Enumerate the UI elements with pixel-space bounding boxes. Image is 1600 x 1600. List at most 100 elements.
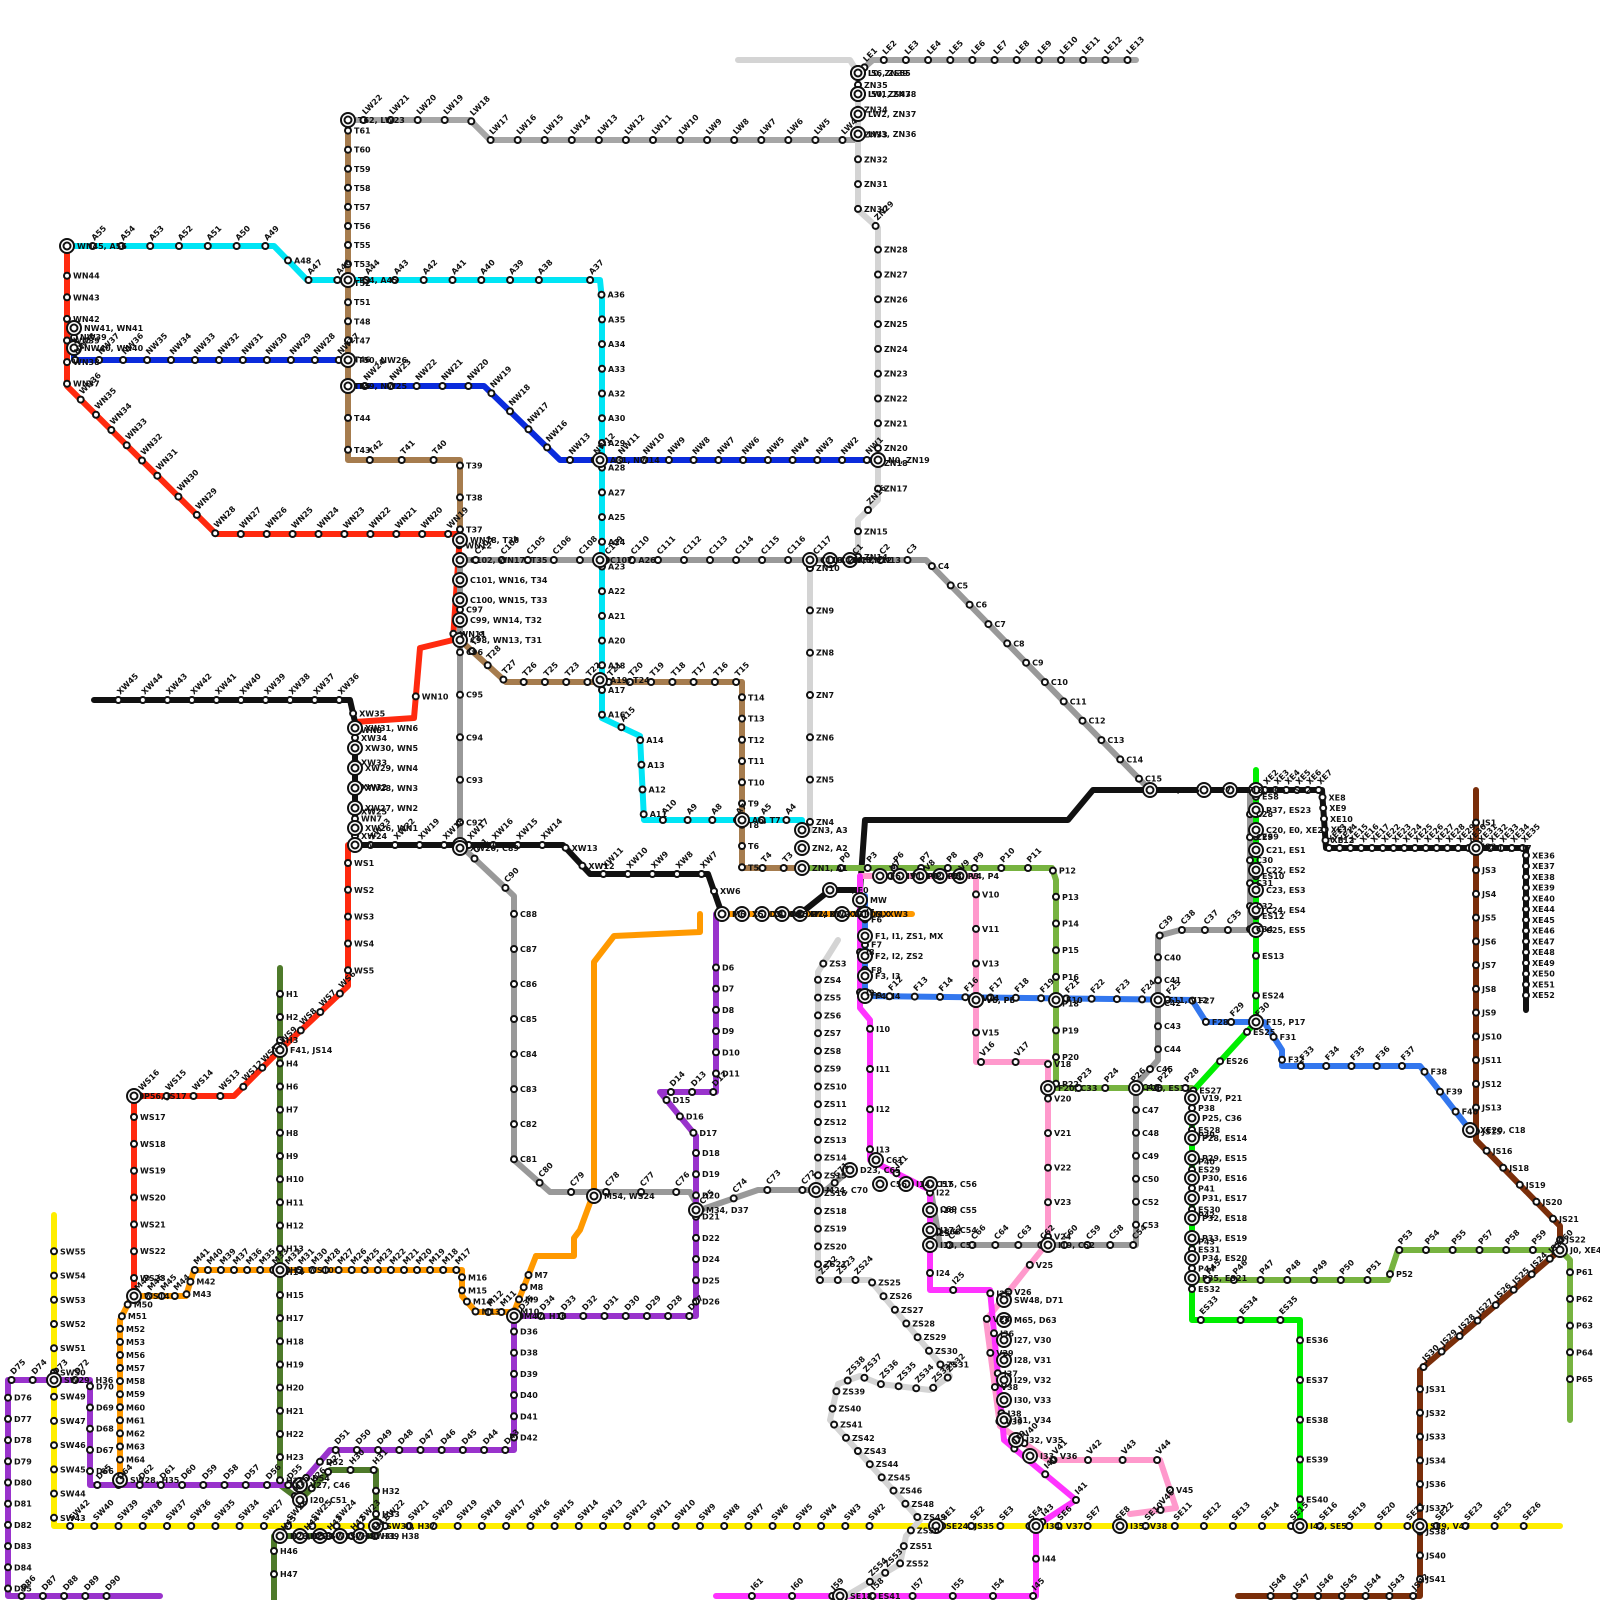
station-label: XE50 — [1532, 970, 1555, 979]
station-label: C7 — [994, 620, 1005, 629]
station-nw7 — [715, 457, 721, 463]
interchange-label: P56, JS17 — [144, 1092, 187, 1101]
station-d80 — [5, 1480, 11, 1486]
station-label: P10 — [998, 846, 1017, 865]
station-label: H19 — [286, 1361, 304, 1370]
station-es33 — [1198, 1317, 1204, 1323]
station-js45 — [1339, 1593, 1345, 1599]
station-c64 — [992, 1242, 998, 1248]
interchange-label: C61 — [886, 1156, 903, 1165]
station-nw28 — [312, 357, 318, 363]
station-a22 — [599, 588, 605, 594]
station-label: JS48 — [1267, 1572, 1288, 1593]
station-c83 — [511, 1086, 517, 1092]
station-label: I11 — [876, 1065, 891, 1074]
interchange-station — [795, 823, 809, 837]
station-t15 — [733, 679, 739, 685]
station-label: P59 — [1530, 1228, 1549, 1247]
station-label: V11 — [982, 925, 1000, 934]
interchange-label: I50, ZS47 — [868, 90, 911, 99]
interchange-label: I35, V38 — [1130, 1522, 1168, 1531]
station-label: A41 — [450, 257, 469, 276]
interchange-station — [1185, 1211, 1199, 1225]
station-label: A25 — [608, 513, 626, 522]
station-label: P3 — [865, 850, 879, 864]
station-js36 — [1417, 1481, 1423, 1487]
interchange-label: XW20, C89 — [470, 844, 519, 853]
interchange-label: D23, C65 — [860, 1166, 901, 1175]
station-label: A53 — [147, 224, 166, 243]
station-nw17 — [526, 426, 532, 432]
station-label: WN38 — [73, 358, 100, 367]
interchange-label: WN45, A56 — [77, 242, 127, 251]
interchange-dot — [1189, 1175, 1196, 1182]
station-label: P53 — [1396, 1228, 1414, 1246]
station-label: D17 — [699, 1129, 717, 1138]
station-v18 — [1045, 1061, 1051, 1067]
interchange-dot — [1189, 1155, 1196, 1162]
station-a32 — [599, 391, 605, 397]
station-label: D13 — [689, 1069, 708, 1088]
station-label: P52 — [1396, 1270, 1413, 1279]
station-label: D25 — [702, 1276, 720, 1285]
station-label: A35 — [608, 315, 626, 324]
station-xe25 — [1412, 845, 1418, 851]
station-t51 — [345, 299, 351, 305]
station-c41 — [1155, 977, 1161, 983]
station-es32 — [1189, 1286, 1195, 1292]
interchange-label: I15, C56 — [940, 1180, 977, 1189]
station-label: D41 — [520, 1412, 538, 1421]
station-h24 — [277, 1477, 283, 1483]
station-f24 — [1139, 996, 1145, 1002]
station-h9 — [277, 1153, 283, 1159]
station-sw45 — [51, 1466, 57, 1472]
station-label: JS34 — [1425, 1456, 1446, 1465]
station-t25 — [542, 679, 548, 685]
interchange-dot — [352, 805, 359, 812]
station-label: P8 — [945, 850, 960, 865]
interchange-dot — [597, 457, 604, 464]
station-label: I36 — [1000, 1329, 1015, 1338]
station-label: H2 — [286, 1013, 298, 1022]
station-c111 — [655, 557, 661, 563]
station-c48 — [1133, 1130, 1139, 1136]
interchange-dot — [352, 765, 359, 772]
interchange-dot — [345, 117, 352, 124]
station-zs32 — [945, 1375, 951, 1381]
station-h22 — [277, 1431, 283, 1437]
station-c8 — [1004, 640, 1010, 646]
station-xe40 — [1523, 895, 1529, 901]
station-label: ZN35 — [864, 81, 888, 90]
station-h12 — [277, 1223, 283, 1229]
station-d47 — [418, 1447, 424, 1453]
station-label: SW2 — [867, 1502, 888, 1523]
station-label: ES33 — [1198, 1294, 1220, 1316]
station-nw6 — [740, 457, 746, 463]
station-d81 — [5, 1501, 11, 1507]
interchange-dot — [927, 1207, 934, 1214]
station-c93 — [457, 777, 463, 783]
station-label: C53 — [1142, 1221, 1159, 1230]
station-label: C82 — [520, 1120, 537, 1129]
station-label: M58 — [126, 1377, 146, 1386]
station-xw7 — [699, 871, 705, 877]
station-lw11 — [650, 137, 656, 143]
interchange-label: XW26, WN1 — [365, 824, 418, 833]
station-label: XE52 — [1532, 991, 1555, 1000]
station-lw4 — [840, 137, 846, 143]
station-label: JS22 — [1565, 1236, 1586, 1245]
station-label: D33 — [559, 1293, 578, 1312]
station-d8 — [713, 1007, 719, 1013]
station-label: V16 — [978, 1039, 997, 1058]
station-xw12 — [579, 863, 585, 869]
station-d31 — [602, 1313, 608, 1319]
station-label: WS20 — [140, 1194, 166, 1203]
station-c85 — [511, 1016, 517, 1022]
station-label: C116 — [785, 534, 808, 557]
station-lw18 — [468, 118, 474, 124]
interchange-dot — [1027, 1453, 1034, 1460]
station-label: NW4 — [790, 435, 812, 457]
station-label: SW55 — [60, 1247, 86, 1256]
station-sw9 — [697, 1523, 703, 1529]
station-label: A34 — [608, 340, 626, 349]
